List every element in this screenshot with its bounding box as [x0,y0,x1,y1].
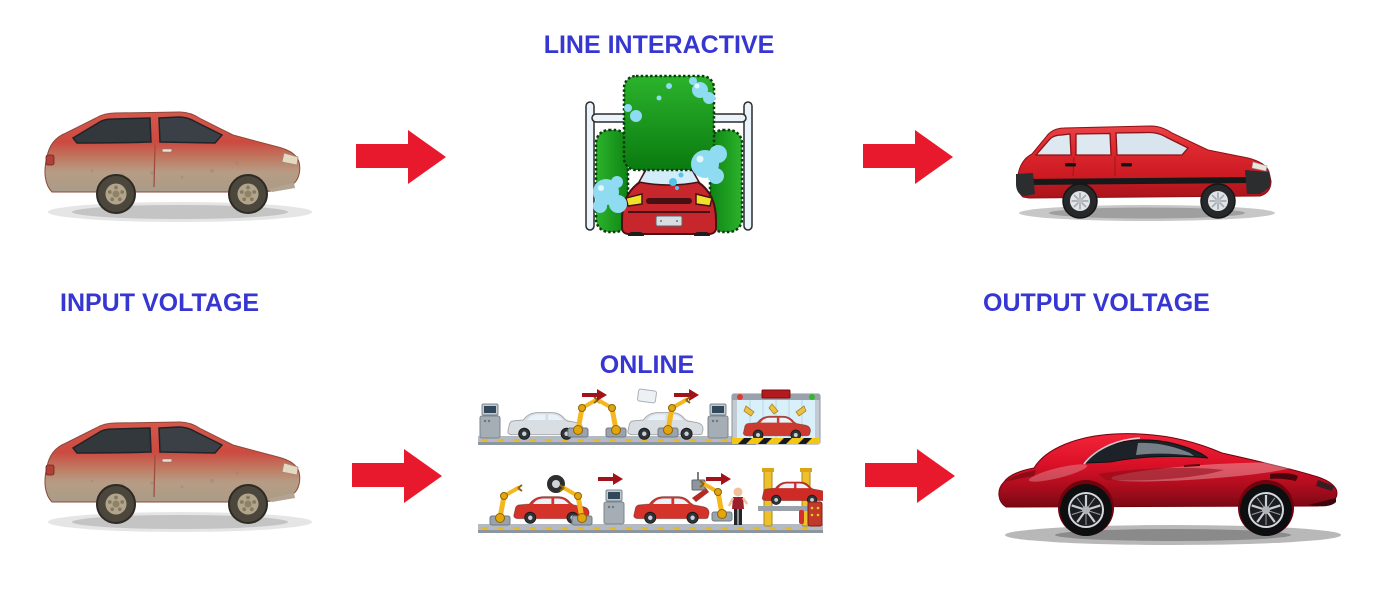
right-arrow-icon-1 [356,130,446,184]
assembly-line-image [478,386,823,536]
line-interactive-title: LINE INTERACTIVE [543,31,775,59]
dirty-car-image-bottom [32,403,322,538]
right-arrow-icon-3 [352,449,442,503]
dirty-car-image-top [32,93,322,228]
input-voltage-label: INPUT VOLTAGE [60,289,260,317]
right-arrow-icon-4 [865,449,955,503]
sports-car-image [988,410,1348,550]
online-title: ONLINE [599,351,695,379]
output-voltage-label: OUTPUT VOLTAGE [983,289,1210,317]
car-wash-image [584,74,754,236]
right-arrow-icon-2 [863,130,953,184]
clean-car-image [1005,110,1290,225]
